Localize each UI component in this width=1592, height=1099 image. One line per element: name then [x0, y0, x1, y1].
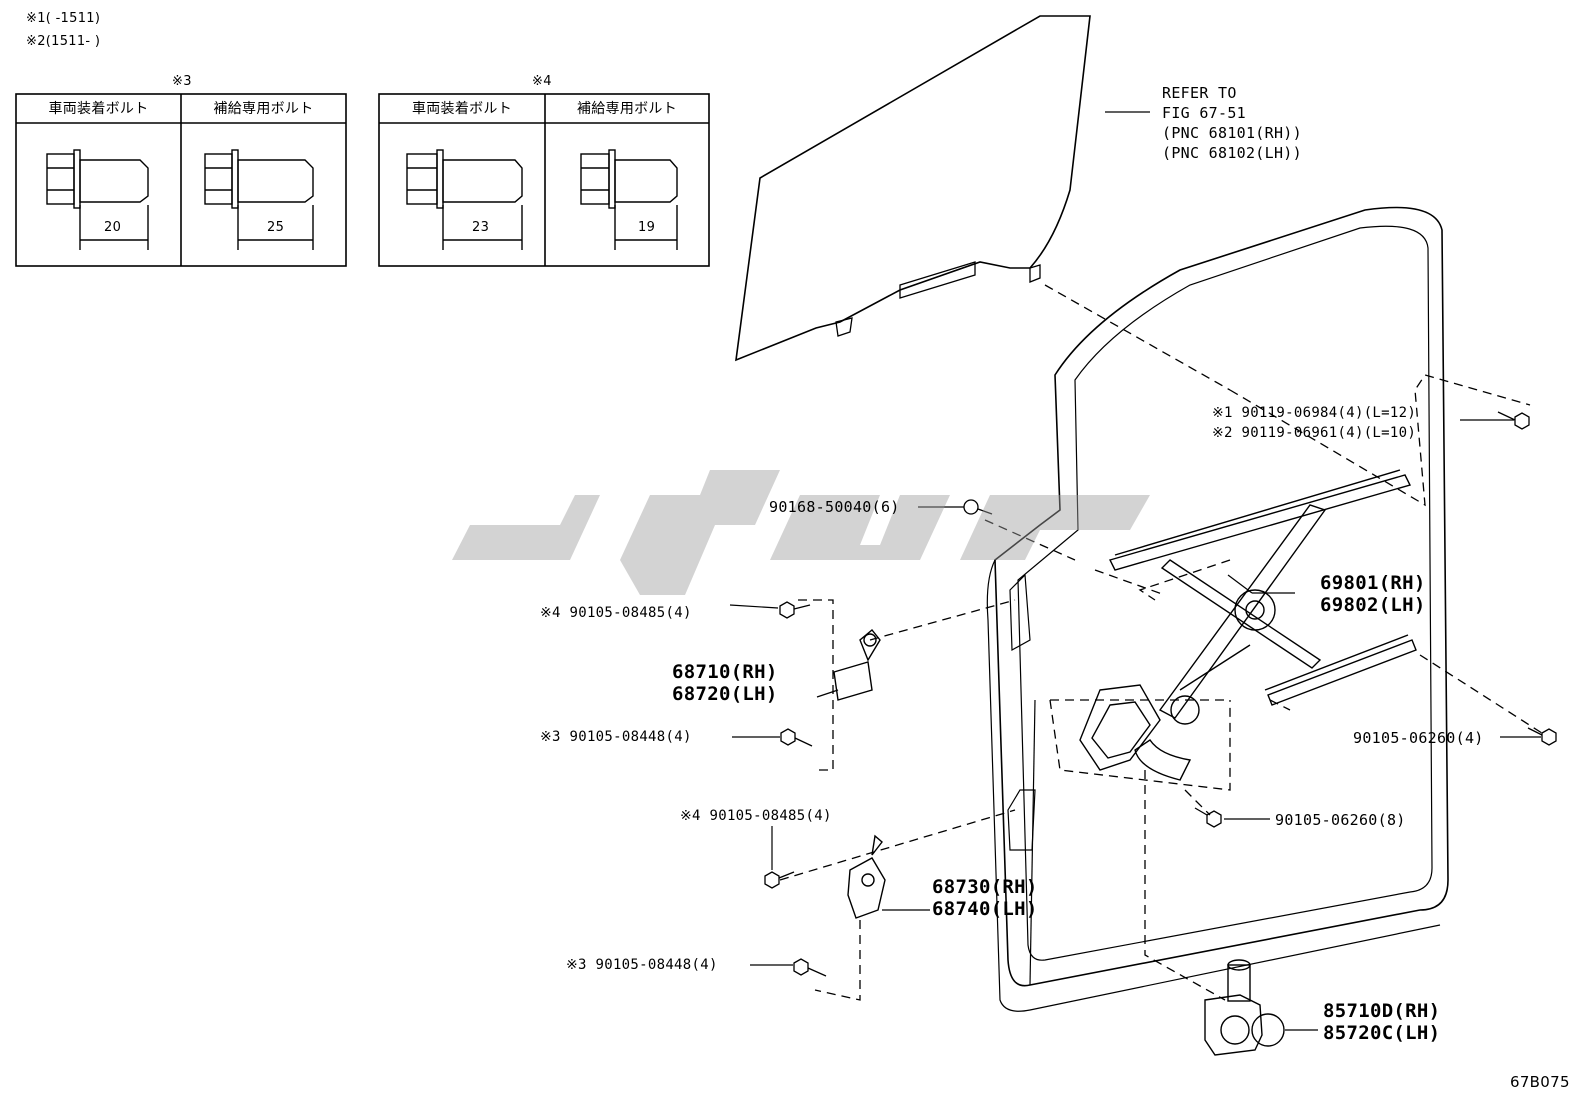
- callout-90105-06260-4: 90105-06260(4): [1353, 729, 1484, 747]
- callout-90168-50040: 90168-50040(6): [769, 498, 900, 516]
- callout-68730: 68730(RH): [932, 876, 1038, 898]
- table-3-col1-dim: 20: [104, 220, 122, 235]
- figure-code: 67B075: [1510, 1073, 1570, 1091]
- table-3-col1-header: 車両装着ボルト: [48, 101, 149, 117]
- watermark-logo: [452, 470, 1150, 595]
- bolt-table-3-frame: [15, 93, 347, 267]
- callout-90105-06260-8: 90105-06260(8): [1275, 811, 1406, 829]
- callout-85720c: 85720C(LH): [1323, 1022, 1441, 1044]
- bolt-icon: [1497, 411, 1530, 430]
- refer-line-3: (PNC 68101(RH)): [1162, 124, 1302, 142]
- bolt-icon: [580, 149, 678, 250]
- table-4-col1-dim: 23: [472, 220, 490, 235]
- refer-line-2: FIG 67-51: [1162, 104, 1246, 122]
- bolt-icon: [1194, 807, 1222, 828]
- table-3-mark: ※3: [172, 74, 192, 89]
- callout-69802: 69802(LH): [1320, 594, 1426, 616]
- door-glass: [735, 15, 1091, 362]
- table-4-col2-header: 補給専用ボルト: [576, 101, 678, 117]
- bolt-icon: [780, 728, 813, 747]
- table-3-col2-dim: 25: [267, 220, 285, 235]
- window-motor: [1204, 959, 1285, 1056]
- lower-hinge: [847, 834, 886, 919]
- refer-line-1: REFER TO: [1162, 84, 1237, 102]
- callout-69801: 69801(RH): [1320, 572, 1426, 594]
- callout-85710d: 85710D(RH): [1323, 1000, 1441, 1022]
- callout-90105-08448-upper: ※3 90105-08448(4): [540, 729, 692, 745]
- window-regulator: [1079, 469, 1417, 781]
- callout-90105-08448-lower: ※3 90105-08448(4): [566, 957, 718, 973]
- note-1: ※1( -1511): [26, 11, 101, 26]
- door-panel: [994, 206, 1449, 987]
- callout-90119-06961: ※2 90119-06961(4)(L=10): [1212, 425, 1417, 441]
- callout-90119-06984: ※1 90119-06984(4)(L=12): [1212, 405, 1417, 421]
- bolt-icon: [1527, 727, 1557, 746]
- callout-68720: 68720(LH): [672, 683, 778, 705]
- table-3-col2-header: 補給専用ボルト: [213, 101, 314, 117]
- table-4-col1-header: 車両装着ボルト: [411, 101, 513, 117]
- bolt-icon: [779, 601, 811, 619]
- bolt-icon: [406, 149, 523, 250]
- table-4-col2-dim: 19: [638, 220, 656, 235]
- callout-68740: 68740(LH): [932, 898, 1038, 920]
- bolt-icon: [764, 871, 795, 889]
- table-4-mark: ※4: [532, 74, 552, 89]
- callout-90105-08485-upper: ※4 90105-08485(4): [540, 605, 692, 621]
- callout-90105-08485-lower: ※4 90105-08485(4): [680, 808, 832, 824]
- bolt-icon: [793, 958, 827, 977]
- callout-68710: 68710(RH): [672, 661, 778, 683]
- bolt-icon: [46, 149, 149, 250]
- note-2: ※2(1511- ): [26, 34, 101, 49]
- refer-line-4: (PNC 68102(LH)): [1162, 144, 1302, 162]
- bolt-table-4-frame: [378, 93, 710, 267]
- bolt-icon: [204, 149, 314, 250]
- upper-hinge: [833, 629, 881, 701]
